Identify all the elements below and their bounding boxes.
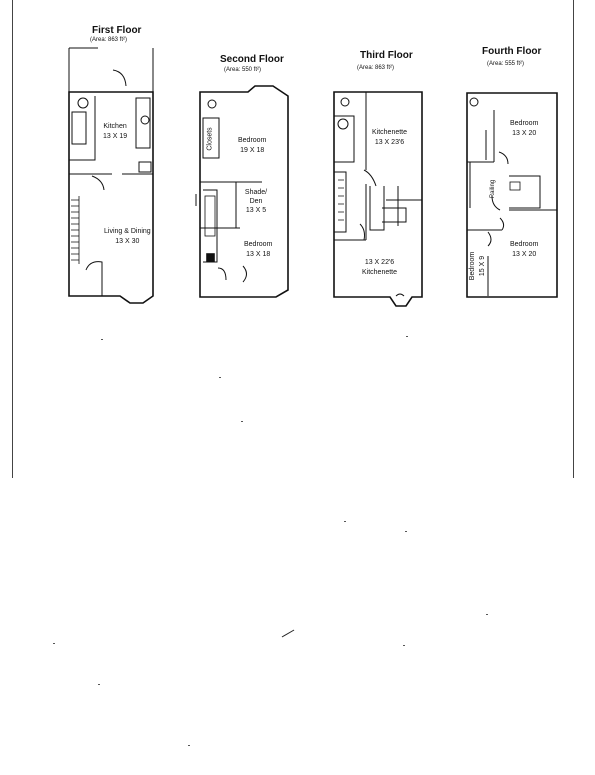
room-dims: 13 X 5 bbox=[245, 207, 267, 214]
room-bedroom: Bedroom 19 X 18 bbox=[238, 136, 266, 156]
room-name: Kitchenette bbox=[372, 129, 408, 136]
room-kitchenette: 13 X 22'6 Kitchenette bbox=[362, 258, 397, 278]
fourth-floor-area: (Area: 555 ft²) bbox=[487, 61, 525, 67]
room-kitchen: Kitchen 13 X 19 bbox=[103, 122, 127, 142]
scan-speck bbox=[403, 645, 405, 646]
third-floor-area: (Area: 863 ft²) bbox=[357, 65, 395, 71]
room-dims: 13 X 18 bbox=[246, 251, 271, 258]
scan-speck bbox=[486, 614, 488, 615]
room-name: Kitchen bbox=[103, 123, 127, 130]
third-floor-plan bbox=[333, 91, 423, 307]
room-name: Bedroom bbox=[469, 251, 477, 281]
room-kitchenette: Kitchenette 13 X 23'6 bbox=[372, 128, 407, 148]
scan-speck bbox=[219, 377, 221, 378]
room-name: Railing bbox=[490, 179, 497, 199]
room-bedroom: Bedroom 15 X 9 bbox=[468, 252, 488, 280]
scan-speck bbox=[98, 684, 100, 685]
room-dims: 15 X 9 bbox=[479, 255, 487, 277]
scan-speck bbox=[344, 521, 346, 522]
room-dims: 19 X 18 bbox=[240, 147, 265, 154]
sheet-border bbox=[12, 0, 574, 478]
room-bedroom: Bedroom 13 X 20 bbox=[510, 240, 538, 260]
second-floor-area: (Area: 550 ft²) bbox=[224, 67, 262, 73]
room-living-dining: Living & Dining 13 X 30 bbox=[104, 227, 151, 247]
room-name: Bedroom bbox=[510, 120, 539, 127]
room-shade-den: Shade/ Den 13 X 5 bbox=[240, 188, 272, 215]
room-dims: 13 X 19 bbox=[103, 133, 128, 140]
room-name: Bedroom bbox=[244, 241, 273, 248]
third-floor-title: Third Floor bbox=[360, 50, 413, 61]
room-name: Living & Dining bbox=[104, 228, 151, 235]
scan-speck bbox=[53, 643, 55, 644]
first-floor-plan bbox=[68, 47, 154, 304]
scan-speck bbox=[241, 421, 243, 422]
room-bedroom: Bedroom 13 X 18 bbox=[244, 240, 272, 260]
room-name: Bedroom bbox=[238, 137, 267, 144]
room-dims: 13 X 23'6 bbox=[374, 139, 405, 146]
second-floor-plan bbox=[195, 85, 289, 298]
fourth-floor-plan bbox=[466, 92, 558, 298]
room-name: Kitchenette bbox=[362, 269, 398, 276]
room-bedroom: Bedroom 13 X 20 bbox=[510, 119, 538, 139]
fourth-floor-title: Fourth Floor bbox=[482, 46, 542, 57]
room-dims: 13 X 22'6 bbox=[364, 259, 395, 266]
first-floor-area: (Area: 863 ft²) bbox=[90, 37, 128, 43]
room-name: Closets bbox=[206, 127, 214, 151]
room-closets: Closets bbox=[206, 127, 216, 150]
first-floor-title: First Floor bbox=[92, 25, 142, 36]
railing-label: Railing bbox=[488, 180, 498, 198]
room-dims: 13 X 20 bbox=[512, 130, 537, 137]
scan-speck bbox=[405, 531, 407, 532]
scan-speck bbox=[188, 745, 190, 746]
room-name: Bedroom bbox=[510, 241, 539, 248]
second-floor-title: Second Floor bbox=[220, 54, 284, 65]
scan-speck bbox=[406, 336, 408, 337]
room-dims: 13 X 20 bbox=[512, 251, 537, 258]
room-dims: 13 X 30 bbox=[115, 238, 140, 245]
scan-speck bbox=[101, 339, 103, 340]
room-name: Shade/ Den bbox=[244, 189, 268, 205]
